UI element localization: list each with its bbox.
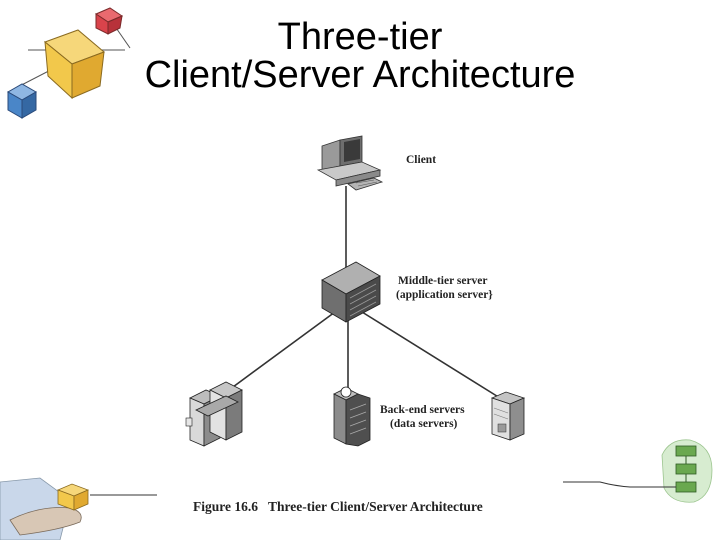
title-line-2: Client/Server Architecture: [144, 54, 576, 96]
decorative-hand-bottom-left: [0, 477, 157, 540]
middle-tier-label: Middle-tier server: [398, 275, 488, 287]
backend-sublabel: (data servers): [390, 418, 458, 430]
backend-server-right-icon: [490, 391, 526, 441]
backend-server-center-icon: [333, 386, 371, 447]
slide-title: Three-tier Client/Server Architecture: [100, 18, 620, 94]
client-label: Client: [406, 154, 436, 166]
link-middle-backend-left: [217, 311, 336, 399]
backend-server-left-icon: [185, 381, 243, 447]
middle-tier-server-icon: [321, 261, 381, 323]
title-line-1: Three-tier: [277, 16, 443, 58]
middle-tier-sublabel: (application server}: [396, 289, 493, 301]
figure-caption-text: Three-tier Client/Server Architecture: [268, 499, 483, 514]
decorative-flowchart-bottom-right: [563, 439, 713, 503]
client-computer-icon: [316, 135, 384, 191]
figure-caption: Figure 16.6 Three-tier Client/Server Arch…: [193, 499, 483, 514]
link-middle-backend-right: [361, 311, 501, 399]
backend-label: Back-end servers: [380, 404, 465, 416]
decorative-cubes-top-left: [6, 7, 131, 119]
figure-number: Figure 16.6: [193, 499, 258, 514]
connection-lines: [217, 186, 501, 399]
